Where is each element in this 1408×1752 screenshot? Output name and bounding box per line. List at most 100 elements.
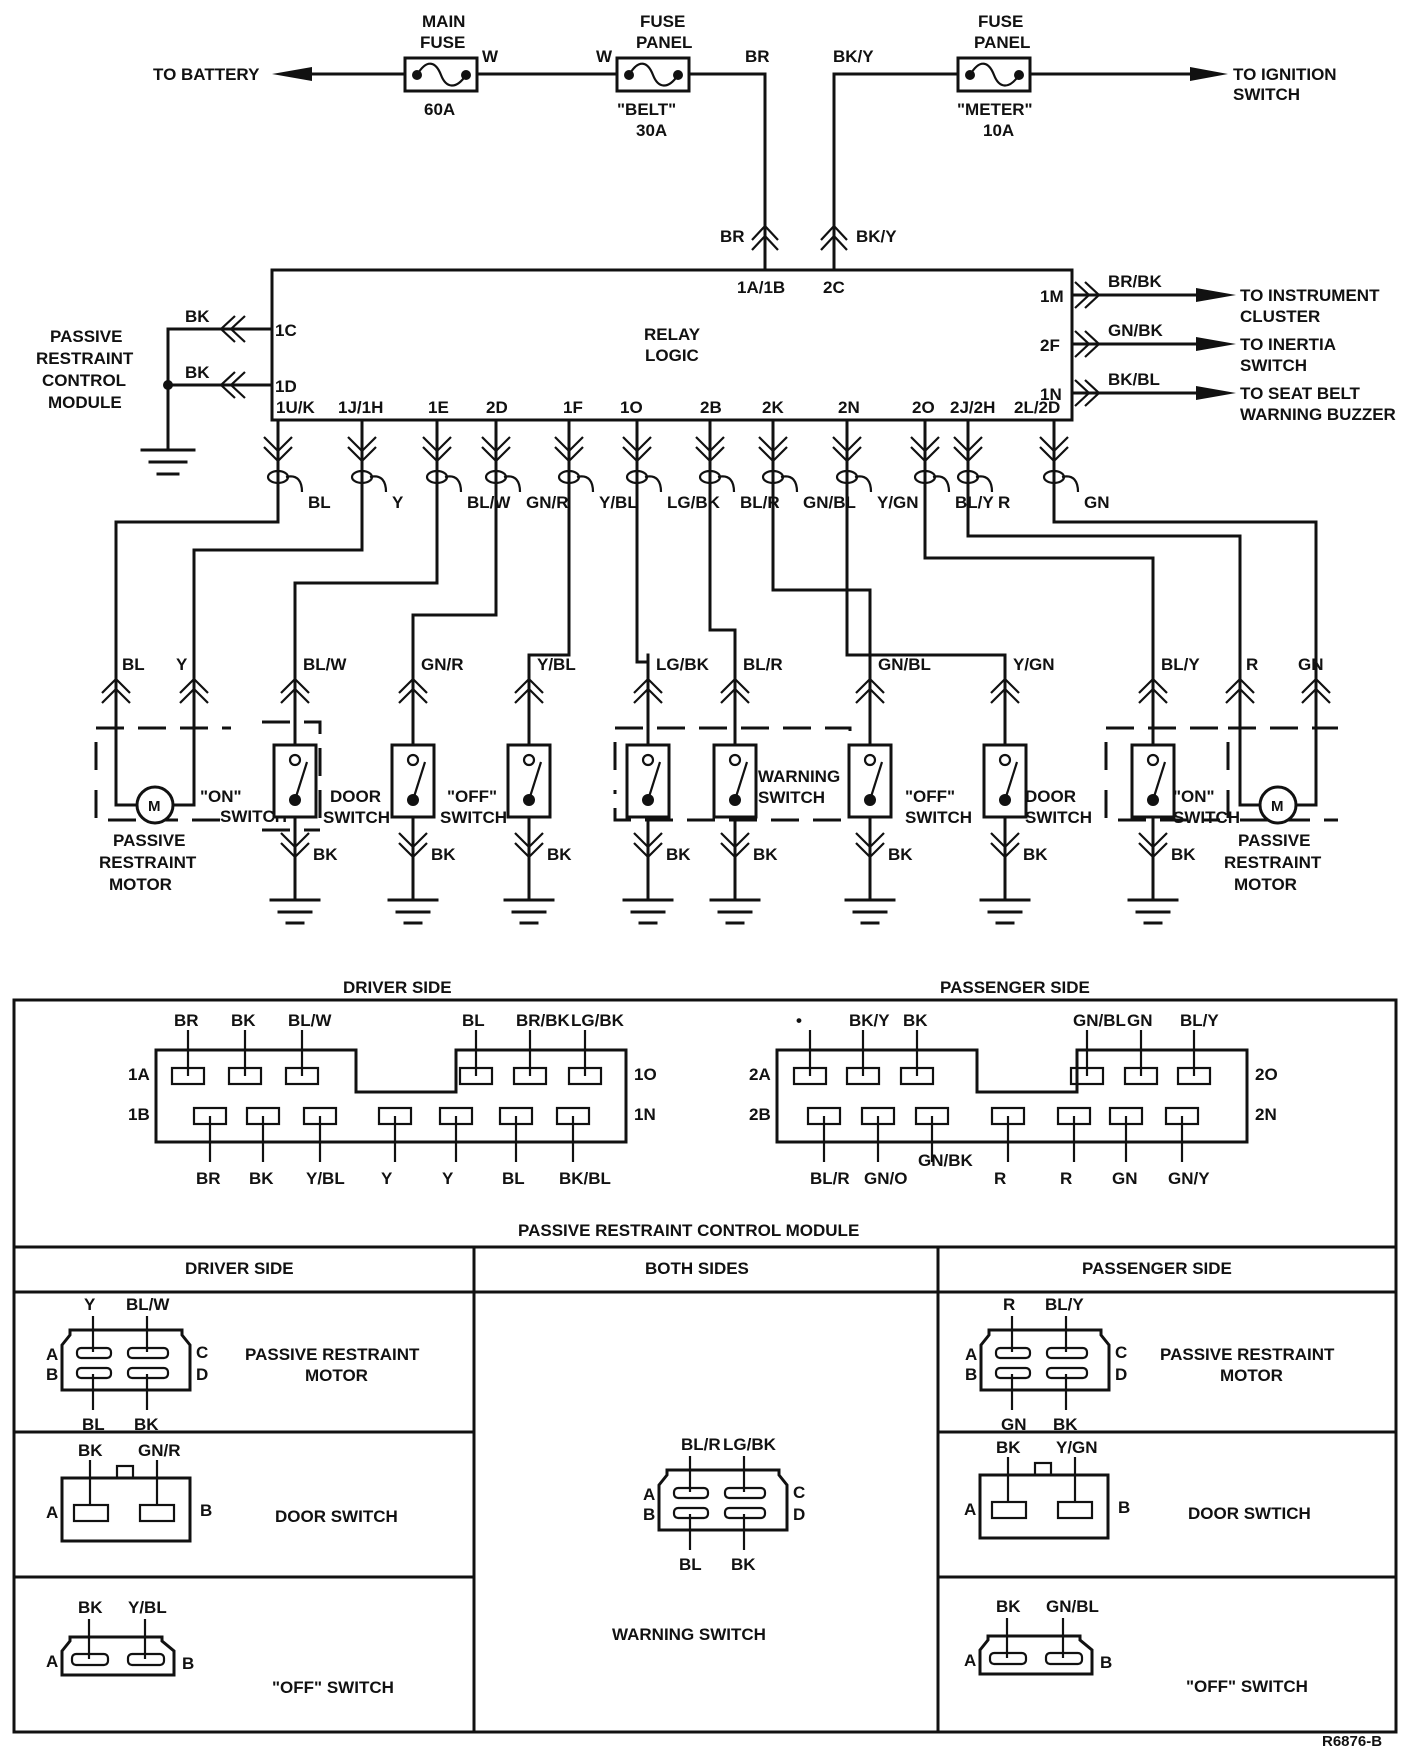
passenger-side-heading: PASSENGER SIDE: [940, 978, 1090, 997]
belt-fuse-title-2: PANEL: [636, 33, 692, 52]
pin-label: 1U/K: [276, 398, 315, 417]
wire-label: GN/R: [421, 655, 464, 674]
ground-wire-label: BK: [313, 845, 338, 864]
pin-label: 1J/1H: [338, 398, 383, 417]
connector-icon: [280, 677, 310, 704]
pin-label: 1D: [275, 377, 297, 396]
pin-letter: A: [964, 1651, 976, 1670]
harness-wire: [771, 478, 872, 702]
connector-icon: [422, 436, 452, 463]
wire-label: BK/BL: [1108, 370, 1160, 389]
connector-outline: [60, 1476, 192, 1543]
connector-icon: [179, 677, 209, 704]
connector-outline: [979, 1328, 1111, 1392]
main-fuse-title-2: FUSE: [420, 33, 465, 52]
switch-label: "OFF": [905, 787, 955, 806]
destination-label: TO INSTRUMENT: [1240, 286, 1380, 305]
switch: GN/RBK"OFF"SWITCH: [387, 653, 507, 925]
pin-label: 2F: [1040, 336, 1060, 355]
module-label-2: RESTRAINT: [36, 349, 134, 368]
row-label: 1B: [128, 1105, 150, 1124]
pin-letter: C: [793, 1483, 805, 1502]
wire-label: BL: [679, 1555, 702, 1574]
ground-wire-label: BK: [1171, 845, 1196, 864]
relay-logic-label: RELAY: [644, 325, 701, 344]
belt-fuse-rating: 30A: [636, 121, 667, 140]
switch-label: WARNING: [758, 767, 840, 786]
pin-label: 1C: [275, 321, 297, 340]
connector-outline: [60, 1328, 192, 1392]
wire-label: R: [1003, 1295, 1015, 1314]
wire-label: GN/BL: [1046, 1597, 1099, 1616]
pin-letter: B: [182, 1654, 194, 1673]
pin-label: 2N: [838, 398, 860, 417]
connector-outline: [154, 1048, 628, 1144]
wire-label: BL/W: [303, 655, 347, 674]
wire-label: GN/BL: [803, 493, 856, 512]
connector-icon: [695, 436, 725, 463]
pin-letter: B: [200, 1501, 212, 1520]
connector-label-2: MOTOR: [305, 1366, 368, 1385]
wire-label: LG/BK: [667, 493, 721, 512]
wire-label: GN/R: [138, 1441, 181, 1460]
wire-label: GN/Y: [1168, 1169, 1210, 1188]
switch-label-2: SWITCH: [758, 788, 825, 807]
wire-label: GN: [1298, 655, 1324, 674]
wire-label: BK: [249, 1169, 274, 1188]
pin-letter: D: [196, 1365, 208, 1384]
wire-label: •: [796, 1011, 802, 1030]
wire-label: BL/R: [810, 1169, 850, 1188]
pin-label: 1E: [428, 398, 449, 417]
main-fuse: MAIN FUSE 60A W: [403, 12, 619, 119]
row-label: 1A: [128, 1065, 150, 1084]
wire-label: BK/BL: [559, 1169, 611, 1188]
ground-wire-label: BK: [888, 845, 913, 864]
ignition-arrow-icon: [1190, 67, 1228, 81]
wire-label: GN/O: [864, 1169, 907, 1188]
ground-icon: [503, 898, 555, 925]
wire-label: GN/BK: [918, 1151, 974, 1170]
ground-icon: [140, 448, 196, 476]
wire-label: BL/Y: [1161, 655, 1200, 674]
connector-icon: [347, 436, 377, 463]
connector-icon: [720, 832, 750, 859]
pin-letter: C: [196, 1343, 208, 1362]
ground-wire-label: BK: [547, 845, 572, 864]
wire-label: BK: [996, 1597, 1021, 1616]
motor-glyph: M: [1271, 798, 1284, 815]
wire-label: BL/Y: [955, 493, 994, 512]
connector-icon: [101, 677, 131, 704]
ground-icon: [979, 898, 1031, 925]
motor-label-3: MOTOR: [1234, 875, 1297, 894]
wire-label: BL: [82, 1415, 105, 1434]
destination-label-2: CLUSTER: [1240, 307, 1320, 326]
battery-arrow-icon: [272, 67, 312, 81]
wire-label: GN/R: [526, 493, 569, 512]
connector-icon: [855, 832, 885, 859]
wire-label: BL/W: [467, 493, 511, 512]
wire-label: GN: [1084, 493, 1110, 512]
pinout-title: PASSIVE RESTRAINT CONTROL MODULE: [518, 1221, 859, 1240]
wire-label: R: [994, 1169, 1006, 1188]
harness-wire: [1052, 478, 1318, 702]
wire-label: BK: [1053, 1415, 1078, 1434]
pin-letter: A: [964, 1500, 976, 1519]
connector-icon: [1039, 436, 1069, 463]
connector-icon: [398, 832, 428, 859]
switch-label-2: SWITCH: [323, 808, 390, 827]
wire-label: LG/BK: [723, 1435, 777, 1454]
meter-fuse-rating: 10A: [983, 121, 1014, 140]
wire-label: Y/BL: [537, 655, 576, 674]
wire-label: R: [998, 493, 1010, 512]
destination-label-2: WARNING BUZZER: [1240, 405, 1396, 424]
ground-wire-label: BK: [666, 845, 691, 864]
arrow-icon: [1196, 337, 1236, 351]
motor-label-2: RESTRAINT: [1224, 853, 1322, 872]
ground-icon: [709, 898, 761, 925]
ground-wire-label: BK: [431, 845, 456, 864]
